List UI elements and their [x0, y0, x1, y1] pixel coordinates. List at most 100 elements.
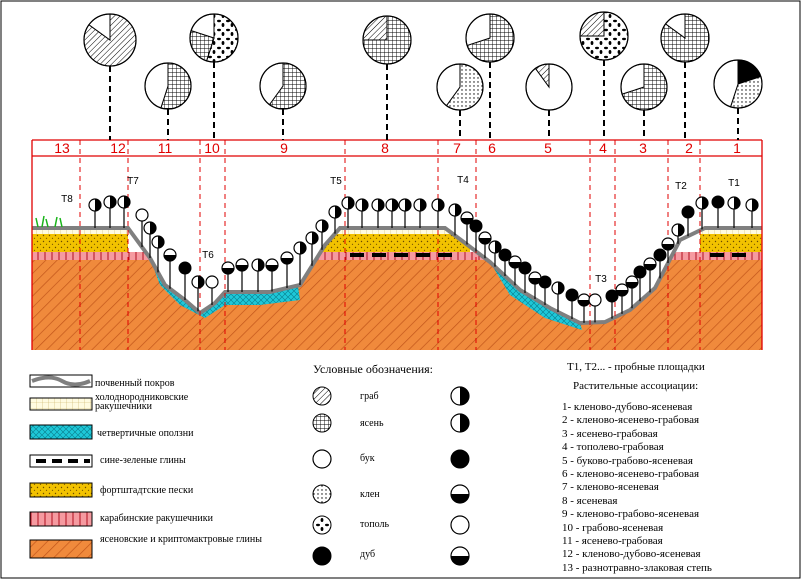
tree-symbol — [328, 205, 342, 219]
tree-symbol — [88, 198, 102, 212]
association-item: 2 - кленово-ясенево-грабовая — [562, 414, 700, 427]
tree-symbol — [588, 293, 602, 307]
tree-symbol — [135, 208, 149, 222]
tree-symbol — [191, 275, 205, 289]
tree-symbol — [143, 221, 157, 235]
species-label-hornbeam: граб — [360, 391, 379, 402]
plot-boundaries — [31, 139, 763, 350]
landslide-swatch — [29, 424, 93, 440]
site-label: T3 — [595, 274, 607, 285]
plot-number: 12 — [110, 140, 126, 156]
tree-symbol — [450, 386, 470, 406]
tree-symbol — [615, 283, 629, 297]
tree-symbol — [312, 546, 332, 566]
landslide-left — [150, 258, 300, 318]
tree-symbol — [312, 413, 332, 433]
tree-symbol — [625, 275, 639, 289]
species-label-ash: ясень — [360, 418, 384, 429]
species-label-poplar: тополь — [360, 519, 390, 530]
site-label: T8 — [61, 194, 73, 205]
soil-swatch — [31, 375, 91, 387]
association-item: 5 - буково-грабово-ясеневая — [562, 454, 693, 467]
tree-symbol — [117, 195, 131, 209]
tree-symbol — [745, 198, 759, 212]
association-item: 1- кленово-дубово-ясеневая — [562, 401, 693, 413]
tree-symbol — [205, 275, 219, 289]
tree-symbol — [293, 241, 307, 255]
tree-symbol — [450, 515, 470, 535]
tree-symbol — [695, 196, 709, 210]
tree-symbol — [312, 484, 332, 504]
species-label-oak: дуб — [360, 549, 376, 560]
pie-outline — [362, 15, 412, 65]
tree-symbol — [151, 235, 165, 249]
steppe-grass-icon — [35, 215, 63, 228]
tree-symbol — [371, 198, 385, 212]
tree-symbol — [448, 203, 462, 217]
tree-symbol — [488, 240, 502, 254]
plot-number: 9 — [280, 140, 288, 156]
plot-number: 3 — [639, 140, 647, 156]
association-item: 7 - кленово-ясеневая — [562, 481, 659, 494]
pie-outline — [144, 62, 192, 110]
association-item: 3 - ясенево-грабовая — [562, 427, 658, 440]
pie-outline — [83, 13, 137, 67]
association-item: 12 - кленово-дубово-ясеневая — [562, 548, 701, 561]
karabin-shell-swatch — [29, 511, 93, 527]
sand-swatch — [29, 482, 93, 498]
plot-dividers — [79, 140, 701, 350]
tree-symbol — [681, 205, 695, 219]
tree-symbol — [178, 261, 192, 275]
pie-outline — [189, 13, 239, 63]
tree-symbol — [508, 255, 522, 269]
layer-label-clay: ясеновские и криптомактровые глины — [100, 534, 262, 545]
pie-outline — [436, 63, 484, 111]
tree-symbol — [450, 413, 470, 433]
pie-outline — [465, 13, 515, 63]
plot-number: 10 — [204, 140, 220, 156]
plot-number: 6 — [488, 140, 496, 156]
plot-number: 2 — [685, 140, 693, 156]
site-label: T5 — [330, 176, 342, 187]
association-item: 9 - кленово-грабово-ясеневая — [562, 508, 700, 521]
tree-symbol — [280, 251, 294, 265]
tree-symbol — [577, 293, 591, 307]
tree-symbol — [312, 449, 332, 469]
species-symbol-legend — [312, 386, 470, 566]
association-item: 6 - кленово-ясенево-грабовая — [562, 468, 700, 480]
tree-symbol — [315, 219, 329, 233]
plot-number: 13 — [54, 140, 70, 156]
species-composition-pies — [83, 11, 763, 140]
tree-symbol — [450, 546, 470, 566]
tree-symbol — [413, 198, 427, 212]
tree-symbol — [478, 231, 492, 245]
pie-outline — [660, 13, 710, 63]
site-label: T2 — [675, 181, 687, 192]
tree-symbol — [538, 275, 552, 289]
association-item: 11 - ясенево-грабовая — [562, 535, 663, 547]
tree-symbol — [265, 258, 279, 272]
pie-outline — [525, 63, 573, 111]
plot-number: 7 — [453, 140, 461, 156]
tree-symbol — [518, 261, 532, 275]
association-item: 13 - разнотравно-злаковая степь — [562, 561, 712, 574]
tree-symbol — [671, 223, 685, 237]
tree-symbol — [103, 195, 117, 209]
tree-symbol — [163, 248, 177, 262]
species-label-beech: бук — [360, 453, 375, 464]
layer-label-karabin: карабинские ракушечники — [100, 513, 213, 524]
tree-symbol — [305, 231, 319, 245]
layer-label-landslide: четвертичные оползни — [97, 428, 194, 439]
tree-symbol — [643, 257, 657, 271]
site-label: T6 — [202, 250, 214, 261]
tree-symbol — [312, 386, 332, 406]
pie-outline — [620, 63, 668, 111]
tree-symbol — [460, 211, 474, 225]
associations-title: Растительные ассоциации: — [573, 380, 699, 392]
plot-number: 1 — [733, 140, 741, 156]
tree-symbol — [251, 258, 265, 272]
